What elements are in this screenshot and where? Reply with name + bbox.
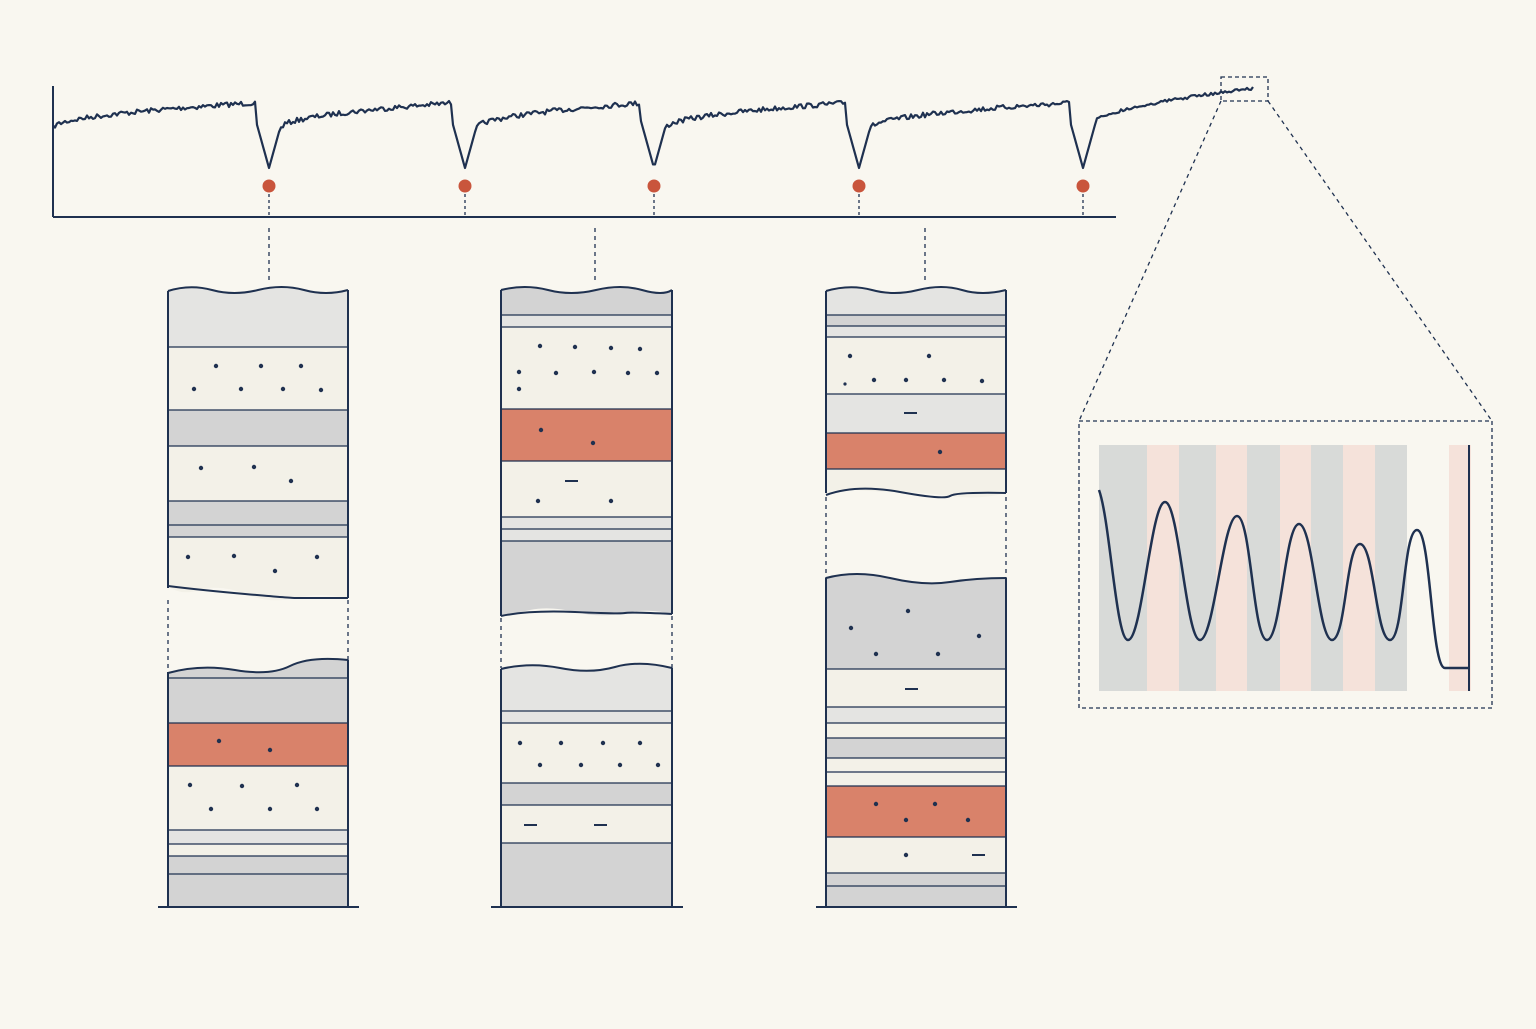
column-1-layer [168,830,348,844]
zoom-inset-waveform [1097,489,1469,670]
inset-band-gray [1375,445,1407,691]
column-3-accent-layer [826,786,1006,837]
column-2-layer [501,723,672,783]
dip-marker-2 [458,179,472,193]
column-3-unconformity-upper [825,487,1007,499]
column-3-unconformity-lower [825,573,1007,585]
signal-line [52,86,1254,170]
zoom-guide-right [1267,100,1493,422]
column-1-layer [168,658,348,723]
zoom-source-box [1220,76,1269,102]
column-1-accent-layer [168,723,348,766]
column-2-layer [501,711,672,723]
column-2-accent-layer [501,409,672,461]
column-2-layer [501,783,672,805]
strat-column-3 [816,286,1017,908]
strat-column-1 [158,286,359,908]
dip-marker-3 [647,179,661,193]
column-1-layer [168,844,348,856]
column-1-layer [168,446,348,501]
column-3-layer [826,315,1006,326]
column-1-unconformity-upper [167,585,348,599]
inset-band-gray [1179,445,1216,691]
column-3-layer [826,326,1006,337]
dip-marker-5 [1076,179,1090,193]
inset-band-gray [1311,445,1343,691]
column-1-unconformity-lower [167,657,349,674]
column-1-layer [168,501,348,537]
column-1-top-erosion-surface [167,286,349,294]
column-3-layer [826,707,1006,723]
column-2-clay-marks [524,480,607,826]
column-connectors [268,228,926,280]
column-1-layer [168,347,348,410]
column-2-unconformity-upper [500,610,673,617]
dip-marker-4 [852,179,866,193]
dip-marker-1 [262,179,276,193]
signal-plot [52,86,1254,280]
zoom-inset-frame [1078,420,1493,709]
column-2-layer [501,461,672,517]
column-2-layer [501,315,672,327]
column-2-grains [516,343,661,768]
column-1-grains [185,363,324,812]
column-3-grains [843,353,985,858]
column-3-clay-marks [904,412,985,856]
column-3-layer [826,469,1006,498]
zoom-callout [1078,76,1493,709]
column-2-layer [501,843,672,907]
inset-band-pink [1449,445,1471,691]
column-2-top-erosion-surface [500,286,673,294]
column-1-layer [168,537,348,601]
dip-markers [262,179,1090,216]
column-3-top-cap [826,287,1006,315]
column-2-unconformity-lower [500,662,673,672]
column-3-layer [826,738,1006,758]
column-1-layer [168,410,348,446]
column-2-layer [501,663,672,711]
column-2-top-cap [501,287,672,315]
zoom-guide-left [1078,100,1222,422]
column-3-layer [826,337,1006,394]
column-1-layer [168,766,348,830]
column-1-layer [168,856,348,874]
inset-band-gray [1099,445,1147,691]
column-3-top-erosion-surface [825,286,1007,294]
column-3-layer [826,873,1006,907]
column-1-top-cap [168,287,348,347]
column-1-layer [168,874,348,907]
column-3-accent-layer [826,433,1006,469]
column-3-layer [826,723,1006,738]
column-2-layer [501,327,672,409]
column-3-layer [826,574,1006,669]
inset-band-pink [1147,445,1179,691]
inset-band-gray [1247,445,1280,691]
strat-column-2 [491,286,683,908]
column-2-layer [501,541,672,616]
